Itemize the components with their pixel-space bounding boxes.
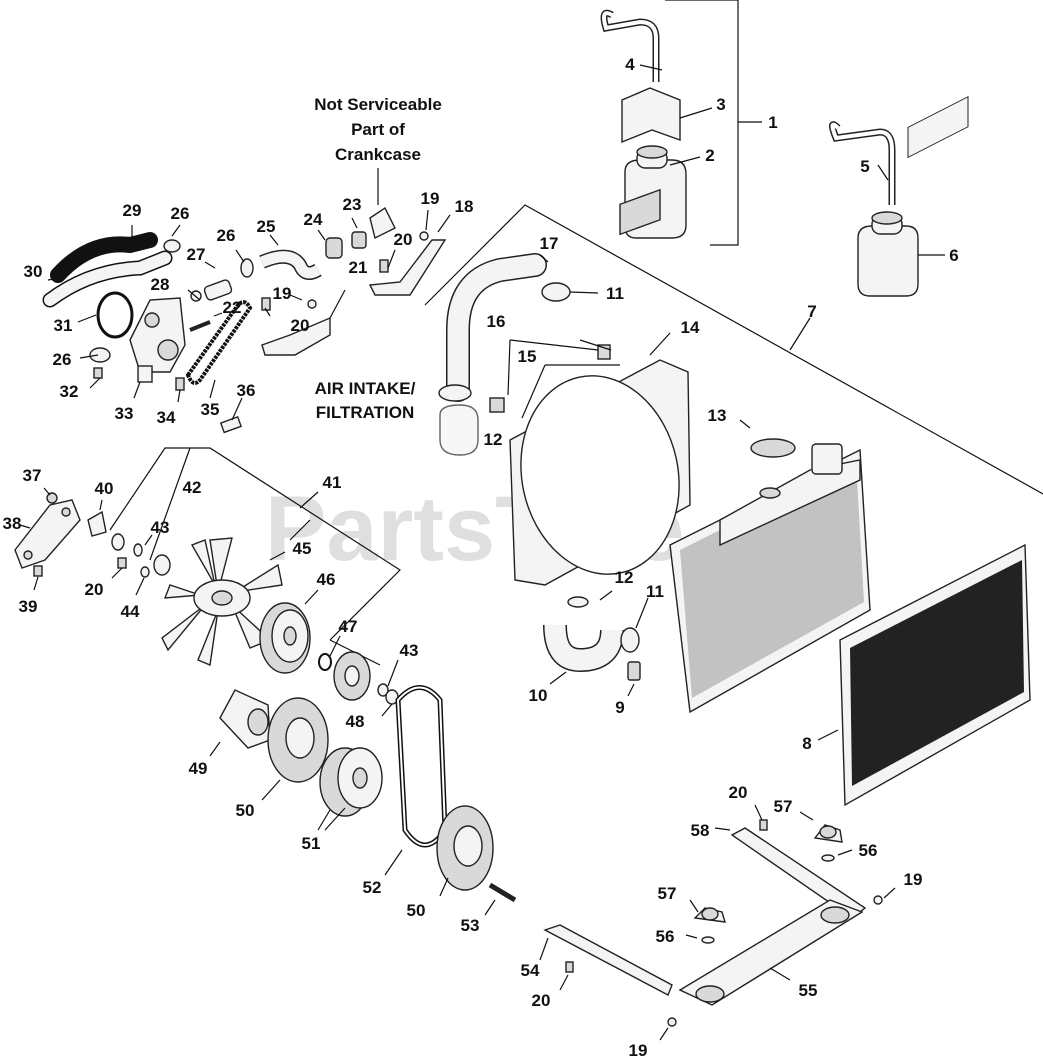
callout-41: 41 bbox=[323, 473, 342, 492]
callout-52: 52 bbox=[363, 878, 382, 897]
callout-43a: 43 bbox=[151, 518, 170, 537]
callout-34: 34 bbox=[157, 408, 176, 427]
callout-51: 51 bbox=[302, 834, 321, 853]
callout-15: 15 bbox=[518, 347, 537, 366]
lower-radiator-hose bbox=[543, 590, 649, 697]
cooling-fan bbox=[161, 537, 283, 666]
callout-37: 37 bbox=[23, 466, 42, 485]
callout-19b: 19 bbox=[273, 284, 292, 303]
water-pump-group bbox=[42, 168, 451, 434]
callout-3: 3 bbox=[716, 95, 725, 114]
fan-shroud bbox=[489, 188, 691, 586]
callout-40: 40 bbox=[95, 479, 114, 498]
callout-56b: 56 bbox=[656, 927, 675, 946]
radiator-assembly-outline bbox=[424, 204, 1043, 495]
callout-7: 7 bbox=[807, 302, 816, 321]
callout-46: 46 bbox=[317, 570, 336, 589]
callout-27: 27 bbox=[187, 245, 206, 264]
callout-labels: 1 2 3 4 5 6 7 8 9 10 11 11 12 12 13 14 1… bbox=[3, 55, 959, 1060]
air-intake-line-1: AIR INTAKE/ bbox=[315, 379, 416, 398]
note-line-3: Crankcase bbox=[335, 145, 421, 164]
fan-pulley-group bbox=[14, 447, 517, 916]
callout-12b: 12 bbox=[615, 568, 634, 587]
callout-20c: 20 bbox=[85, 580, 104, 599]
callout-39: 39 bbox=[19, 597, 38, 616]
callout-14: 14 bbox=[681, 318, 700, 337]
note-air-intake: AIR INTAKE/ FILTRATION bbox=[315, 379, 416, 422]
callout-21: 21 bbox=[349, 258, 368, 277]
callout-28: 28 bbox=[151, 275, 170, 294]
callout-8: 8 bbox=[802, 734, 811, 753]
callout-10: 10 bbox=[529, 686, 548, 705]
callout-11b: 11 bbox=[646, 582, 664, 601]
callout-56a: 56 bbox=[859, 841, 878, 860]
callout-26a: 26 bbox=[171, 204, 190, 223]
callout-17: 17 bbox=[540, 234, 559, 253]
callout-45: 45 bbox=[293, 539, 312, 558]
air-intake-line-2: FILTRATION bbox=[316, 403, 415, 422]
callout-6: 6 bbox=[949, 246, 958, 265]
callout-19c: 19 bbox=[904, 870, 923, 889]
callout-32: 32 bbox=[60, 382, 79, 401]
note-not-serviceable: Not Serviceable Part of Crankcase bbox=[314, 95, 442, 164]
callout-4: 4 bbox=[625, 55, 635, 74]
callout-35: 35 bbox=[201, 400, 220, 419]
callout-49: 49 bbox=[189, 759, 208, 778]
mounting-rails bbox=[539, 804, 896, 1041]
callout-29: 29 bbox=[123, 201, 142, 220]
callout-9: 9 bbox=[615, 698, 624, 717]
callout-20a: 20 bbox=[394, 230, 413, 249]
note-line-1: Not Serviceable bbox=[314, 95, 442, 114]
callout-16: 16 bbox=[487, 312, 506, 331]
callout-20e: 20 bbox=[532, 991, 551, 1010]
radiator-core bbox=[669, 419, 871, 714]
callout-47: 47 bbox=[339, 617, 358, 636]
callout-44: 44 bbox=[121, 602, 140, 621]
callout-30: 30 bbox=[24, 262, 43, 281]
callout-13: 13 bbox=[708, 406, 727, 425]
callout-33: 33 bbox=[115, 404, 134, 423]
callout-19d: 19 bbox=[629, 1041, 648, 1060]
callout-19a: 19 bbox=[421, 189, 440, 208]
callout-50a: 50 bbox=[236, 801, 255, 820]
callout-54: 54 bbox=[521, 961, 540, 980]
callout-18: 18 bbox=[455, 197, 474, 216]
callout-53: 53 bbox=[461, 916, 480, 935]
callout-26c: 26 bbox=[53, 350, 72, 369]
callout-57a: 57 bbox=[774, 797, 793, 816]
callout-36: 36 bbox=[237, 381, 256, 400]
radiator-screen bbox=[817, 96, 1031, 807]
callout-26b: 26 bbox=[217, 226, 236, 245]
callout-57b: 57 bbox=[658, 884, 677, 903]
callout-24: 24 bbox=[304, 210, 323, 229]
callout-20d: 20 bbox=[729, 783, 748, 802]
callout-25: 25 bbox=[257, 217, 276, 236]
callout-22: 22 bbox=[223, 298, 242, 317]
callout-58: 58 bbox=[691, 821, 710, 840]
callout-2: 2 bbox=[705, 146, 714, 165]
callout-5: 5 bbox=[860, 157, 869, 176]
callout-43b: 43 bbox=[400, 641, 419, 660]
callout-50b: 50 bbox=[407, 901, 426, 920]
callout-12a: 12 bbox=[484, 430, 503, 449]
callout-31: 31 bbox=[54, 316, 73, 335]
callout-23: 23 bbox=[343, 195, 362, 214]
note-line-2: Part of bbox=[351, 120, 405, 139]
overflow-reservoir-group bbox=[600, 0, 945, 297]
callout-42: 42 bbox=[183, 478, 202, 497]
upper-radiator-hose bbox=[438, 253, 599, 456]
callout-38: 38 bbox=[3, 514, 22, 533]
callout-1: 1 bbox=[768, 113, 777, 132]
callout-20b: 20 bbox=[291, 316, 310, 335]
callout-11a: 11 bbox=[606, 284, 624, 303]
callout-55: 55 bbox=[799, 981, 818, 1000]
callout-48: 48 bbox=[346, 712, 365, 731]
